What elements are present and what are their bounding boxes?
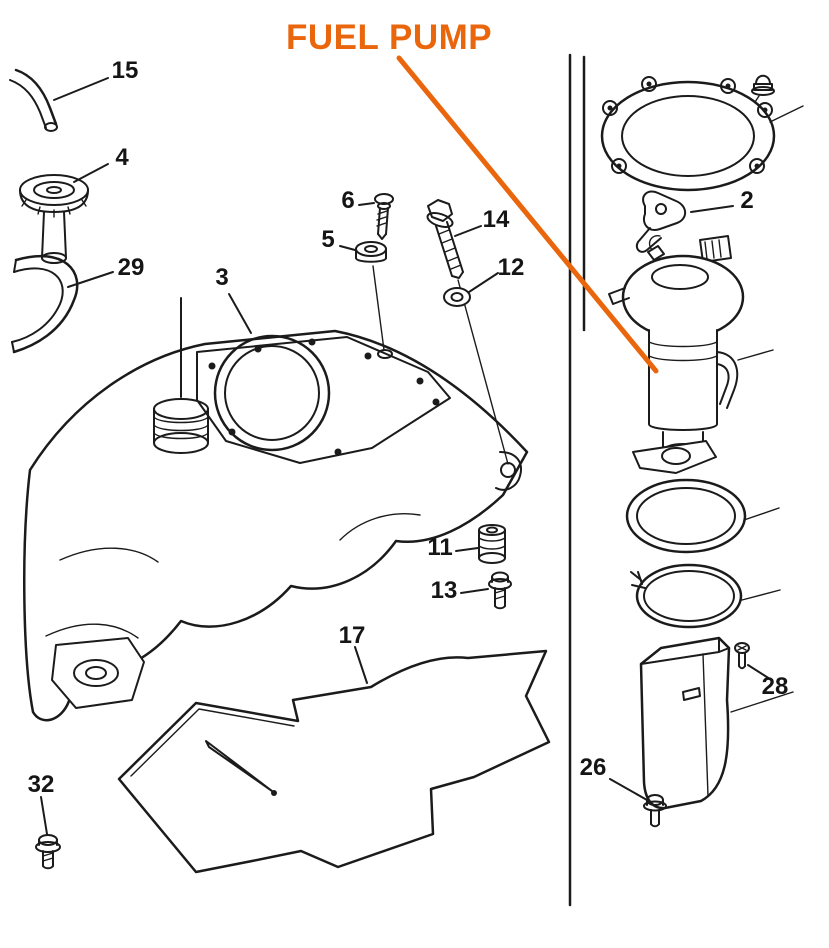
bolt-14-drawing bbox=[426, 199, 509, 465]
fuel-cap-drawing bbox=[19, 174, 89, 264]
part-label-15: 15 bbox=[111, 57, 139, 84]
clamp-ring-drawing bbox=[630, 563, 781, 629]
bolt-13-drawing bbox=[488, 571, 512, 610]
leader-lines bbox=[40, 77, 771, 835]
bracket-2-drawing bbox=[635, 190, 687, 253]
part-label-2: 2 bbox=[740, 187, 754, 214]
screw-28-drawing bbox=[734, 642, 750, 670]
damper-11-drawing bbox=[478, 524, 506, 564]
part-label-5: 5 bbox=[321, 226, 335, 253]
part-label-32: 32 bbox=[27, 771, 55, 798]
part-label-13: 13 bbox=[430, 577, 458, 604]
grommet-5-drawing bbox=[355, 241, 387, 351]
part-label-28: 28 bbox=[761, 673, 789, 700]
fuel-pump-pointer-line bbox=[396, 55, 659, 374]
part-label-6: 6 bbox=[341, 187, 355, 214]
fuel-tank-drawing bbox=[23, 329, 529, 722]
part-label-14: 14 bbox=[482, 206, 510, 233]
bolt-32-drawing bbox=[35, 834, 61, 870]
bolt-26-drawing bbox=[643, 794, 667, 828]
part-label-11: 11 bbox=[427, 534, 453, 561]
part-label-26: 26 bbox=[579, 754, 607, 781]
part-label-29: 29 bbox=[117, 254, 145, 281]
reservoir-cup-drawing bbox=[639, 636, 794, 810]
part-label-4: 4 bbox=[115, 144, 129, 171]
o-ring-drawing bbox=[625, 478, 780, 554]
part-label-17: 17 bbox=[338, 622, 366, 649]
gasket-plate-drawing bbox=[600, 76, 804, 192]
part-label-12: 12 bbox=[497, 254, 525, 281]
washer-12-drawing bbox=[443, 287, 471, 307]
heat-shield-mat-drawing bbox=[117, 649, 551, 874]
screw-6-drawing bbox=[374, 193, 394, 240]
part-label-3: 3 bbox=[215, 264, 229, 291]
fuel-pump-assembly-drawing bbox=[608, 235, 774, 474]
cap-gasket-drawing bbox=[11, 254, 79, 354]
diagram-title: FUEL PUMP bbox=[286, 18, 493, 57]
breather-hose-drawing bbox=[9, 68, 58, 132]
